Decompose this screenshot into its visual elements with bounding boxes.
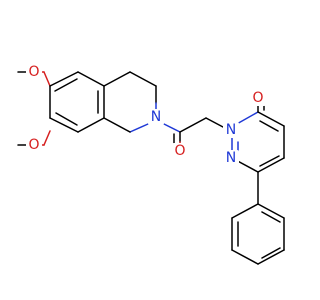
atom-bg-n-amide: [148, 109, 164, 125]
atom-bg-o-linker: [172, 143, 188, 159]
atom-label-n1: N: [226, 122, 236, 138]
saturated-ring-bond-2: [129, 71, 157, 87]
atom-bg-n2: [223, 150, 239, 166]
atom-bg-o-pyridazinone: [250, 90, 266, 106]
pyridazine-n1-to-c-carbonyl: [234, 111, 259, 126]
aromatic-ring-1-bond-2: [77, 71, 105, 87]
phenyl-bond-4: [257, 249, 285, 265]
pyridazine-double-2: [259, 120, 279, 132]
pyridazine-c3-bond: [257, 111, 285, 127]
aromatic-ring-1-double-3: [55, 112, 78, 126]
aromatic-ring-1-bond-5: [49, 117, 79, 133]
aromatic-ring-1-double-1: [54, 78, 78, 92]
phenyl-bond-3: [231, 249, 259, 265]
atom-label-o-pyridazinone: O: [252, 90, 263, 106]
atom-bg-n1: [223, 122, 239, 138]
atom-label-n2: N: [226, 150, 236, 166]
aromatic-ring-1-bond-4: [77, 117, 105, 133]
atom-label-o-linker: O: [174, 143, 185, 159]
chemical-structure: O O N O N N O: [17, 64, 285, 265]
bottom-methoxy-bond-c: [43, 130, 51, 146]
saturated-ring-bond-5: [129, 123, 149, 133]
phenyl-double-3: [261, 211, 281, 223]
ch2-to-pyridazine-n: [205, 117, 224, 128]
atom-label-o-bottom: O: [28, 137, 39, 153]
atom-bg-o-top: [26, 64, 42, 80]
phenyl-bond-1: [231, 203, 259, 219]
phenyl-double-2: [261, 247, 281, 259]
pyridazine-double-1: [259, 155, 280, 167]
phenyl-bond-6: [257, 203, 285, 219]
atom-label-o-top: O: [28, 64, 39, 80]
atom-bg-o-bottom: [26, 137, 42, 153]
saturated-ring-bond-6: [103, 117, 131, 133]
carbonyl-c-to-ch2: [179, 117, 207, 133]
atom-label-n-amide: N: [151, 109, 161, 125]
saturated-ring-bond-1: [103, 71, 131, 87]
pyridazine-c5-bond: [257, 157, 285, 173]
aromatic-ring-1-bond-1: [49, 71, 79, 87]
amide-n-to-carbonyl-c: [163, 123, 181, 133]
top-methoxy-bond-c: [43, 71, 51, 87]
